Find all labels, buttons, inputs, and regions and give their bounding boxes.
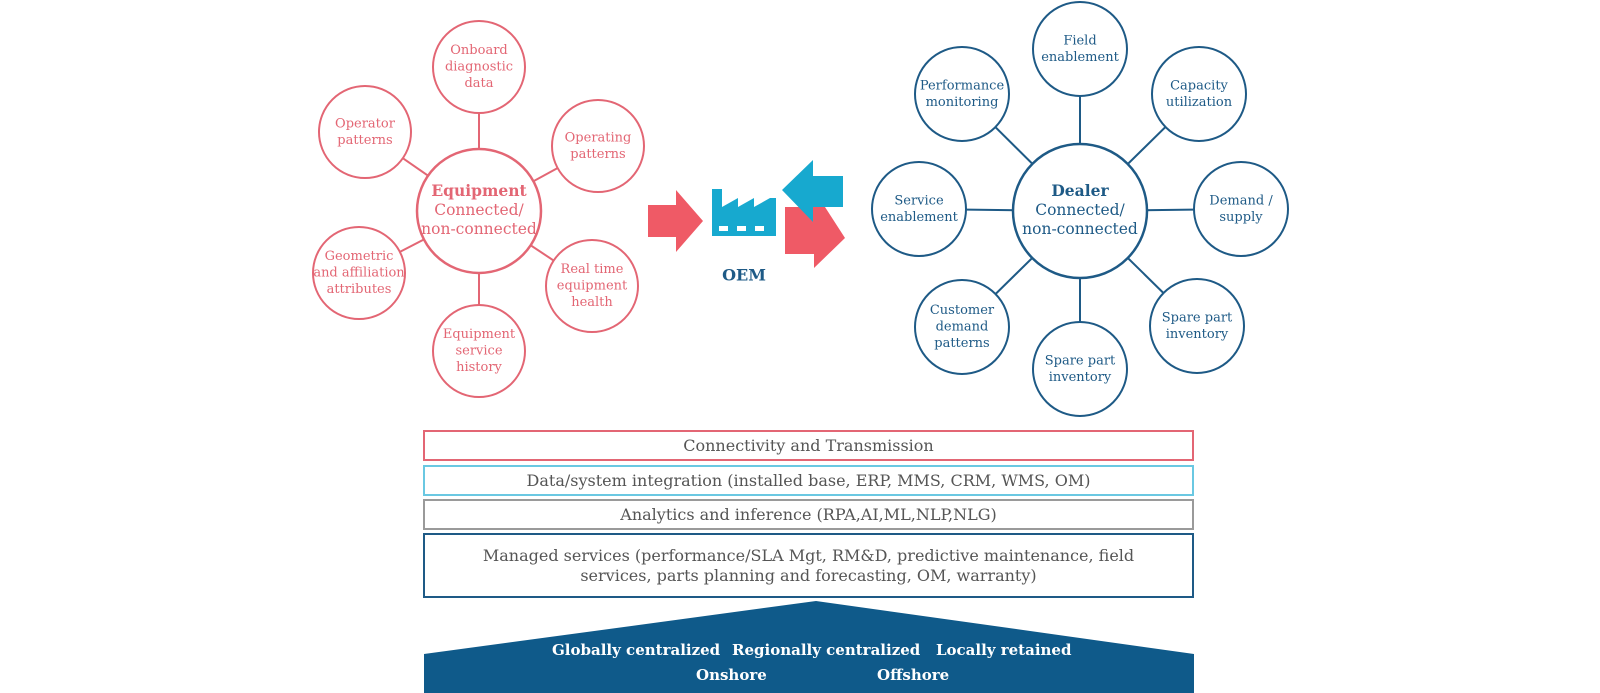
equipment-center-label-line-1: Connected/: [434, 201, 524, 219]
equipment-center-label-line-2: non-connected: [421, 220, 537, 238]
dealer-satellite-2-label-line-1: supply: [1219, 210, 1263, 225]
dealer-satellite-0-label-line-0: Field: [1063, 33, 1096, 48]
equipment-center-circle: [415, 147, 543, 275]
equipment-satellite-2-label-line-1: equipment: [557, 279, 628, 294]
factory-body: [712, 189, 776, 236]
dealer-satellite-7: Performance monitoring: [914, 46, 1010, 142]
dealer-satellite-circle: [914, 46, 1010, 142]
layer-managed-services: Managed services (performance/SLA Mgt, R…: [423, 533, 1194, 598]
equipment-satellite-4-label-line-2: attributes: [327, 282, 392, 297]
dealer-satellite-1-label-line-1: utilization: [1166, 95, 1233, 110]
dealer-satellite-3-label-line-1: inventory: [1166, 327, 1229, 342]
equipment-satellite-1-label-line-0: Operating: [565, 130, 632, 145]
dealer-satellite-1-label-line-0: Capacity: [1170, 78, 1228, 93]
dealer-satellite-5-label-line-1: demand: [936, 320, 989, 335]
dealer-satellite-7-label-line-0: Performance: [920, 78, 1005, 93]
equipment-center-label-line-0: Equipment: [431, 181, 527, 200]
equipment-satellite-1-label-line-1: patterns: [570, 147, 625, 162]
factory-window: [737, 226, 746, 231]
dealer-satellite-0-label-line-1: enablement: [1041, 50, 1119, 65]
equipment-satellite-circle: [312, 226, 406, 320]
oem-label: OEM: [722, 266, 766, 285]
equipment-satellite-1: Operating patterns: [551, 99, 645, 193]
factory-icon: [712, 189, 776, 236]
footer-onshore: Onshore: [696, 666, 767, 684]
layer-data-integration: Data/system integration (installed base,…: [423, 465, 1194, 496]
arrow-left-icon: [782, 160, 843, 222]
dealer-satellite-6-label-line-0: Service: [894, 193, 944, 208]
dealer-satellite-5-label-line-0: Customer: [930, 303, 995, 318]
dealer-satellite-circle: [1149, 278, 1245, 374]
dealer-satellite-circle: [871, 161, 967, 257]
equipment-satellite-circle: [551, 99, 645, 193]
dealer-satellite-2: Demand / supply: [1193, 161, 1289, 257]
dealer-satellite-4: Spare part inventory: [1032, 321, 1128, 417]
factory-window: [755, 226, 764, 231]
equipment-satellite-circle: [318, 85, 412, 179]
equipment-satellite-0-label-line-2: data: [464, 76, 493, 91]
dealer-satellite-3: Spare part inventory: [1149, 278, 1245, 374]
factory-window: [719, 226, 728, 231]
equipment-satellite-5: Operator patterns: [318, 85, 412, 179]
dealer-satellite-circle: [914, 279, 1010, 375]
dealer-satellite-circle: [1151, 46, 1247, 142]
footer-globally-centralized: Globally centralized: [552, 641, 721, 659]
dealer-center-label-line-0: Dealer: [1051, 181, 1109, 200]
dealer-satellite-7-label-line-1: monitoring: [926, 95, 999, 110]
equipment-satellite-circle: [432, 20, 526, 114]
equipment-satellite-4-label-line-1: and affiliation: [313, 266, 405, 281]
dealer-satellite-5-label-line-2: patterns: [934, 336, 989, 351]
equipment-satellite-circle: [545, 239, 639, 333]
dealer-satellite-4-label-line-1: inventory: [1049, 370, 1112, 385]
arrow-right-icon: [648, 190, 703, 252]
equipment-satellite-3-label-line-1: service: [455, 344, 502, 359]
dealer-center-label-line-2: non-connected: [1022, 220, 1138, 238]
base-platform: [424, 601, 1194, 693]
layer-analytics: Analytics and inference (RPA,AI,ML,NLP,N…: [423, 499, 1194, 530]
dealer-satellite-3-label-line-0: Spare part: [1162, 310, 1233, 325]
dealer-center-label-line-1: Connected/: [1035, 201, 1125, 219]
dealer-satellite-2-label-line-0: Demand /: [1209, 193, 1273, 208]
dealer-satellite-circle: [1032, 321, 1128, 417]
dealer-satellite-circle: [1193, 161, 1289, 257]
equipment-satellite-4-label-line-0: Geometric: [325, 249, 394, 264]
equipment-satellite-0-label-line-1: diagnostic: [445, 60, 513, 75]
footer-regionally-centralized: Regionally centralized: [732, 641, 921, 659]
dealer-satellite-circle: [1032, 1, 1128, 97]
dealer-cluster: FieldenablementCapacityutilizationDemand…: [871, 1, 1289, 417]
equipment-satellite-5-label-line-1: patterns: [337, 133, 392, 148]
dealer-satellite-6-label-line-1: enablement: [880, 210, 958, 225]
equipment-satellite-3-label-line-2: history: [456, 360, 502, 375]
equipment-satellite-circle: [432, 304, 526, 398]
equipment-satellite-5-label-line-0: Operator: [335, 116, 396, 131]
equipment-satellite-2-label-line-2: health: [571, 295, 613, 310]
dealer-center-circle: [1011, 142, 1149, 280]
layer-connectivity: Connectivity and Transmission: [423, 430, 1194, 461]
dealer-satellite-1: Capacity utilization: [1151, 46, 1247, 142]
equipment-satellite-3-label-line-0: Equipment: [443, 327, 516, 342]
arrow-right-icon: [785, 190, 845, 268]
equipment-satellite-0-label-line-0: Onboard: [450, 43, 507, 58]
equipment-satellite-2-label-line-0: Real time: [561, 262, 624, 277]
dealer-satellite-0: Field enablement: [1032, 1, 1128, 97]
footer-locally-retained: Locally retained: [936, 641, 1072, 659]
footer-offshore: Offshore: [877, 666, 950, 684]
dealer-satellite-4-label-line-0: Spare part: [1045, 353, 1116, 368]
dealer-satellite-6: Service enablement: [871, 161, 967, 257]
